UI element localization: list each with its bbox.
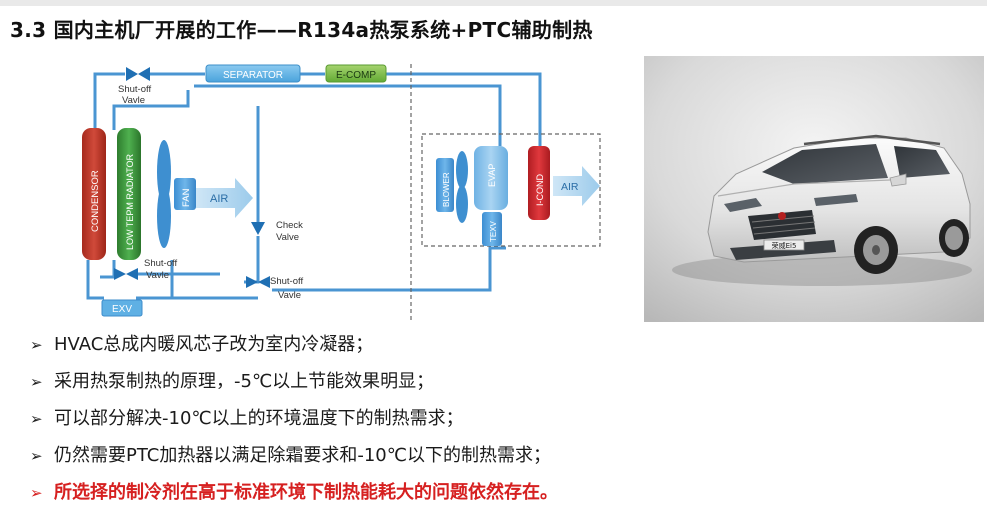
condensor-label: CONDENSOR xyxy=(90,170,101,232)
car-roof-rail xyxy=(803,134,941,146)
car-shadow xyxy=(672,254,972,286)
exv-box xyxy=(101,299,143,317)
license-plate-text: 荣威Ei5 xyxy=(772,241,797,250)
radiator-cylinder xyxy=(117,128,141,260)
evap-label: EVAP xyxy=(487,164,497,187)
shutoff-top-line1: Shut-off xyxy=(118,84,151,95)
bullet-item-highlight: ➢ 所选择的制冷剂在高于标准环境下制热能耗大的问题依然存在。 xyxy=(30,474,970,511)
separator-box xyxy=(205,64,301,83)
car-windshield xyxy=(762,144,888,184)
car-logo-icon xyxy=(778,212,786,220)
txv-box xyxy=(482,212,502,246)
air-arrow-right-icon xyxy=(553,166,600,206)
fan-label: FAN xyxy=(181,188,192,207)
separator-label: SEPARATOR xyxy=(223,70,283,81)
air-arrow-left-icon xyxy=(196,178,253,218)
shutoff-mid-line1: Shut-off xyxy=(144,258,177,269)
air-left-label: AIR xyxy=(210,193,228,205)
page-title: 3.3 国内主机厂开展的工作——R134a热泵系统+PTC辅助制热 xyxy=(10,18,593,42)
blower-label: BLOWER xyxy=(442,172,451,207)
evap-cylinder xyxy=(474,146,508,210)
license-plate xyxy=(763,239,805,251)
ecomp-label: E-COMP xyxy=(336,70,376,81)
bullet-item: ➢ 采用热泵制热的原理，-5℃以上节能效果明显； xyxy=(30,363,970,400)
shutoff-bottom-line1: Shut-off xyxy=(270,276,303,287)
shutoff-valve-bottom-icon xyxy=(246,276,270,288)
car-side-window xyxy=(894,146,950,178)
car-rear-wheel xyxy=(939,219,969,257)
bullet-arrow-icon: ➢ xyxy=(30,484,43,502)
heat-pump-diagram: SEPARATOR E-COMP Shut-off Vavle CONDENSO… xyxy=(82,64,601,320)
txv-label: TEXV xyxy=(489,220,498,242)
bullet-text: HVAC总成内暖风芯子改为室内冷凝器； xyxy=(54,334,374,355)
condensor-cylinder xyxy=(82,128,106,260)
car-headlight-right xyxy=(814,194,858,206)
hvac-box xyxy=(421,133,601,247)
bullet-text: 采用热泵制热的原理，-5℃以上节能效果明显； xyxy=(54,371,435,392)
blower-box xyxy=(436,158,454,212)
refrigerant-pipes xyxy=(86,72,542,300)
blower-fan-icon xyxy=(456,151,468,223)
bullet-arrow-icon: ➢ xyxy=(30,373,43,391)
check-valve-line1: Check xyxy=(276,220,303,231)
bullet-arrow-icon: ➢ xyxy=(30,336,43,354)
shutoff-bottom-line2: Vavle xyxy=(278,290,301,301)
shutoff-mid-line2: Vavle xyxy=(146,270,169,281)
car-front-wheel xyxy=(854,226,898,274)
radiator-label: LOW TEPM RADIATOR xyxy=(125,153,135,250)
exv-label: EXV xyxy=(112,304,132,315)
bullet-text: 所选择的制冷剂在高于标准环境下制热能耗大的问题依然存在。 xyxy=(54,482,558,503)
bullet-arrow-icon: ➢ xyxy=(30,447,43,465)
shutoff-valve-mid-icon xyxy=(114,268,138,280)
bullet-list: ➢ HVAC总成内暖风芯子改为室内冷凝器； ➢ 采用热泵制热的原理，-5℃以上节能效… xyxy=(30,326,970,511)
shutoff-valve-top-icon xyxy=(126,67,150,81)
bullet-text: 可以部分解决-10℃以上的环境温度下的制热需求； xyxy=(54,408,464,429)
car-headlight-left xyxy=(724,198,762,212)
car-mirror xyxy=(889,173,907,187)
bullet-arrow-icon: ➢ xyxy=(30,410,43,428)
bullet-text: 仍然需要PTC加热器以满足除霜要求和-10℃以下的制热需求； xyxy=(54,445,551,466)
air-right-label: AIR xyxy=(561,181,579,193)
car-photo: 荣威Ei5 xyxy=(644,56,984,322)
bullet-item: ➢ HVAC总成内暖风芯子改为室内冷凝器； xyxy=(30,326,970,363)
ecomp-box xyxy=(325,64,387,83)
check-valve-line2: Valve xyxy=(276,232,299,243)
shutoff-top-line2: Vavle xyxy=(122,95,145,106)
fan-motor xyxy=(174,178,196,210)
icond-label: I-COND xyxy=(535,174,545,206)
bullet-item: ➢ 仍然需要PTC加热器以满足除霜要求和-10℃以下的制热需求； xyxy=(30,437,970,474)
top-rule xyxy=(0,0,987,6)
bullet-item: ➢ 可以部分解决-10℃以上的环境温度下的制热需求； xyxy=(30,400,970,437)
icond-cylinder xyxy=(528,146,550,220)
fan-blade-icon xyxy=(157,140,171,248)
check-valve-icon xyxy=(251,222,265,235)
